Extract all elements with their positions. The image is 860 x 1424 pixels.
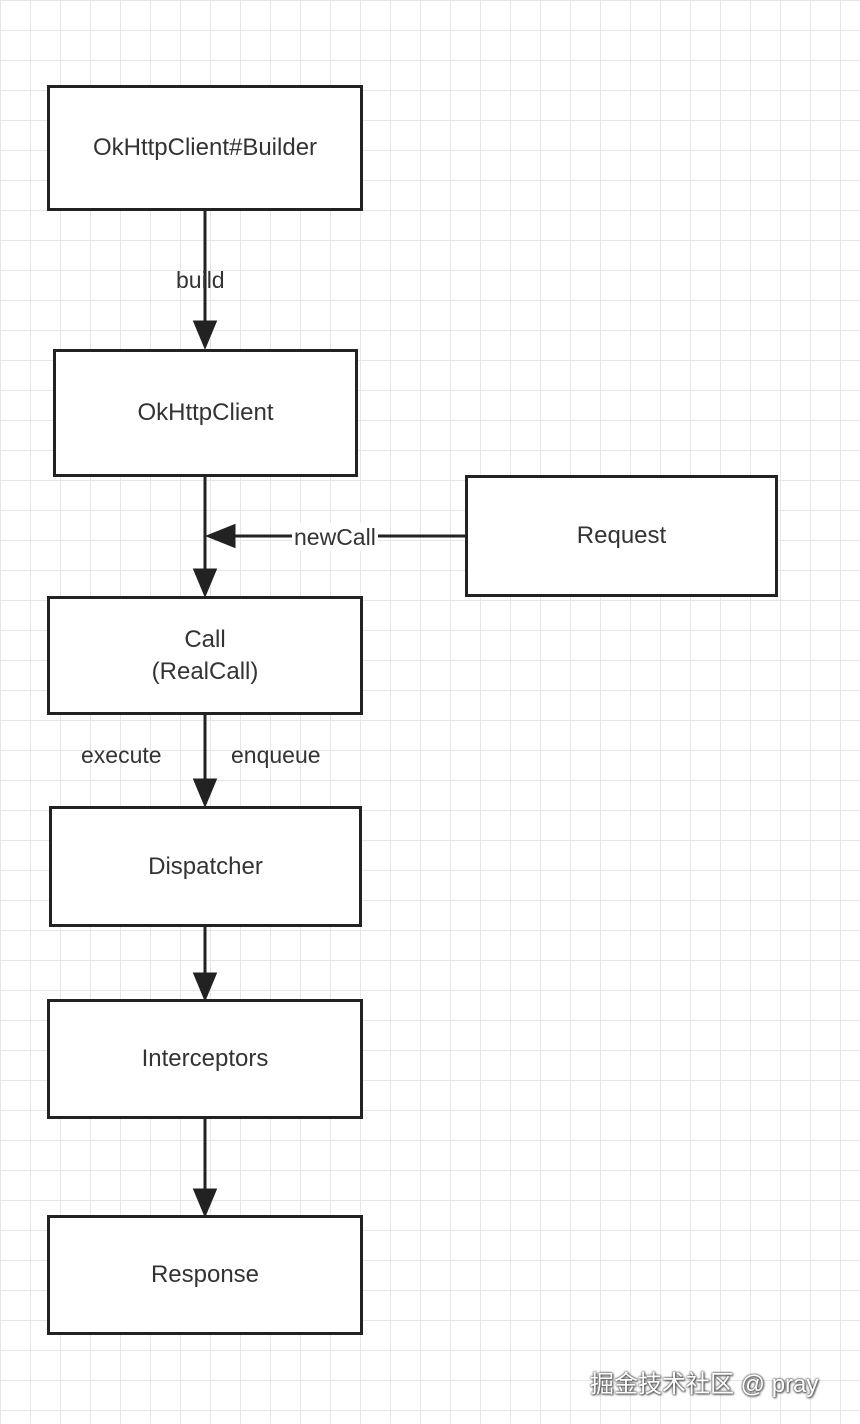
edge-label-enqueue: enqueue	[231, 742, 321, 768]
node-request: Request	[465, 475, 778, 597]
watermark: 掘金技术社区 @ pray	[590, 1371, 819, 1398]
edge-label-newcall: newCall	[292, 523, 378, 551]
node-okhttpclient: OkHttpClient	[53, 349, 358, 477]
arrow-call-dispatcher	[192, 778, 218, 808]
node-response: Response	[47, 1215, 363, 1335]
node-label: OkHttpClient	[137, 399, 274, 426]
arrow-newcall	[204, 523, 236, 549]
edge-label-build: build	[176, 267, 225, 293]
node-label-line1: Call	[184, 625, 226, 653]
node-label: Response	[150, 1261, 260, 1288]
node-okhttpclient-builder: OkHttpClient#Builder	[47, 85, 363, 211]
node-label-line2: (RealCall)	[151, 657, 259, 685]
node-call: Call (RealCall)	[47, 596, 363, 715]
arrow-build	[192, 320, 218, 350]
arrow-dispatcher-interceptors	[192, 972, 218, 1002]
node-label: Interceptors	[141, 1045, 269, 1072]
node-label: Request	[576, 522, 667, 549]
arrow-interceptors-response	[192, 1188, 218, 1218]
arrow-client-call	[192, 568, 218, 598]
node-label: OkHttpClient#Builder	[92, 134, 318, 161]
node-interceptors: Interceptors	[47, 999, 363, 1119]
node-dispatcher: Dispatcher	[49, 806, 362, 927]
edge-label-execute: execute	[81, 742, 162, 768]
node-label: Dispatcher	[148, 852, 263, 880]
